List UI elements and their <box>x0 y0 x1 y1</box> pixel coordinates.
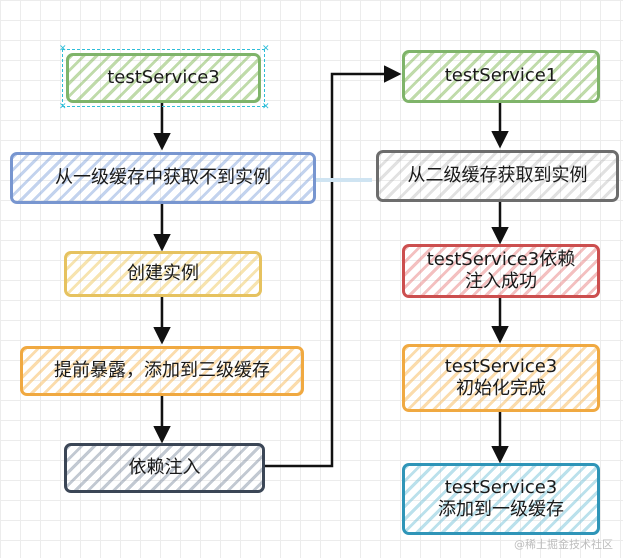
node-testservice3[interactable]: testService3 <box>66 53 261 103</box>
selection-frame <box>62 49 265 107</box>
node-early-expose[interactable]: 提前暴露，添加到三级缓存 <box>20 346 304 396</box>
node-testservice1[interactable]: testService1 <box>402 50 600 103</box>
selection-handle-tr[interactable]: ✕ <box>262 44 270 54</box>
selection-handle-br[interactable]: ✕ <box>262 102 270 112</box>
selection-handle-bl[interactable]: ✕ <box>59 102 67 112</box>
selection-handle-tl[interactable]: ✕ <box>59 44 67 54</box>
arrow-n5-r1 <box>265 65 402 468</box>
node-testservice3-initialized[interactable]: testService3 初始化完成 <box>402 344 600 412</box>
node-testservice3-add-level1[interactable]: testService3 添加到一级缓存 <box>402 463 600 535</box>
watermark: @稀土掘金技术社区 <box>514 538 613 551</box>
node-testservice3-injected[interactable]: testService3依赖 注入成功 <box>402 244 600 298</box>
node-dependency-injection[interactable]: 依赖注入 <box>64 443 265 493</box>
node-create-instance[interactable]: 创建实例 <box>64 251 262 297</box>
node-get-from-level1-cache[interactable]: 从一级缓存中获取不到实例 <box>10 152 316 204</box>
node-get-from-level2-cache[interactable]: 从二级缓存获取到实例 <box>376 150 619 202</box>
